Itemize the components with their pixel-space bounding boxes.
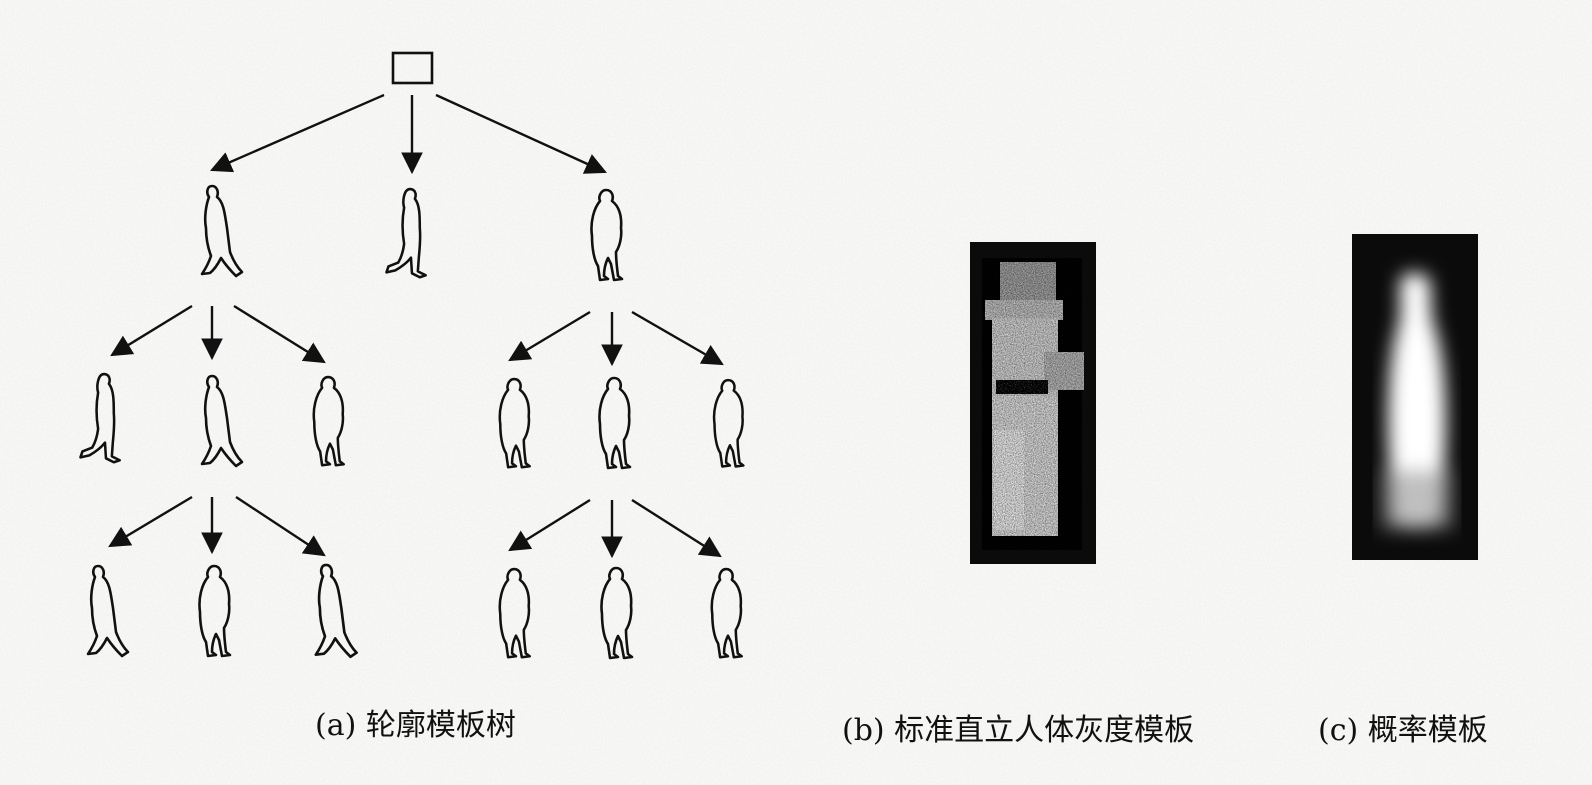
- tree-root-node: [391, 51, 434, 85]
- edge: [508, 498, 591, 552]
- edge: [508, 310, 591, 362]
- caption-a: (a) 轮廓模板树: [315, 708, 516, 743]
- tree-edges: [108, 93, 724, 559]
- caption-b: (b) 标准直立人体灰度模板: [842, 713, 1194, 748]
- caption-c: (c) 概率模板: [1318, 713, 1488, 748]
- edge: [233, 304, 326, 364]
- grayscale-template: [970, 242, 1096, 564]
- probability-template: [1352, 234, 1478, 560]
- edge: [235, 495, 326, 557]
- edge: [110, 304, 193, 357]
- edge: [631, 498, 722, 558]
- edge: [108, 495, 193, 548]
- edge: [210, 93, 385, 173]
- edge: [631, 310, 724, 366]
- template-tree: [79, 51, 745, 660]
- edge: [435, 93, 607, 174]
